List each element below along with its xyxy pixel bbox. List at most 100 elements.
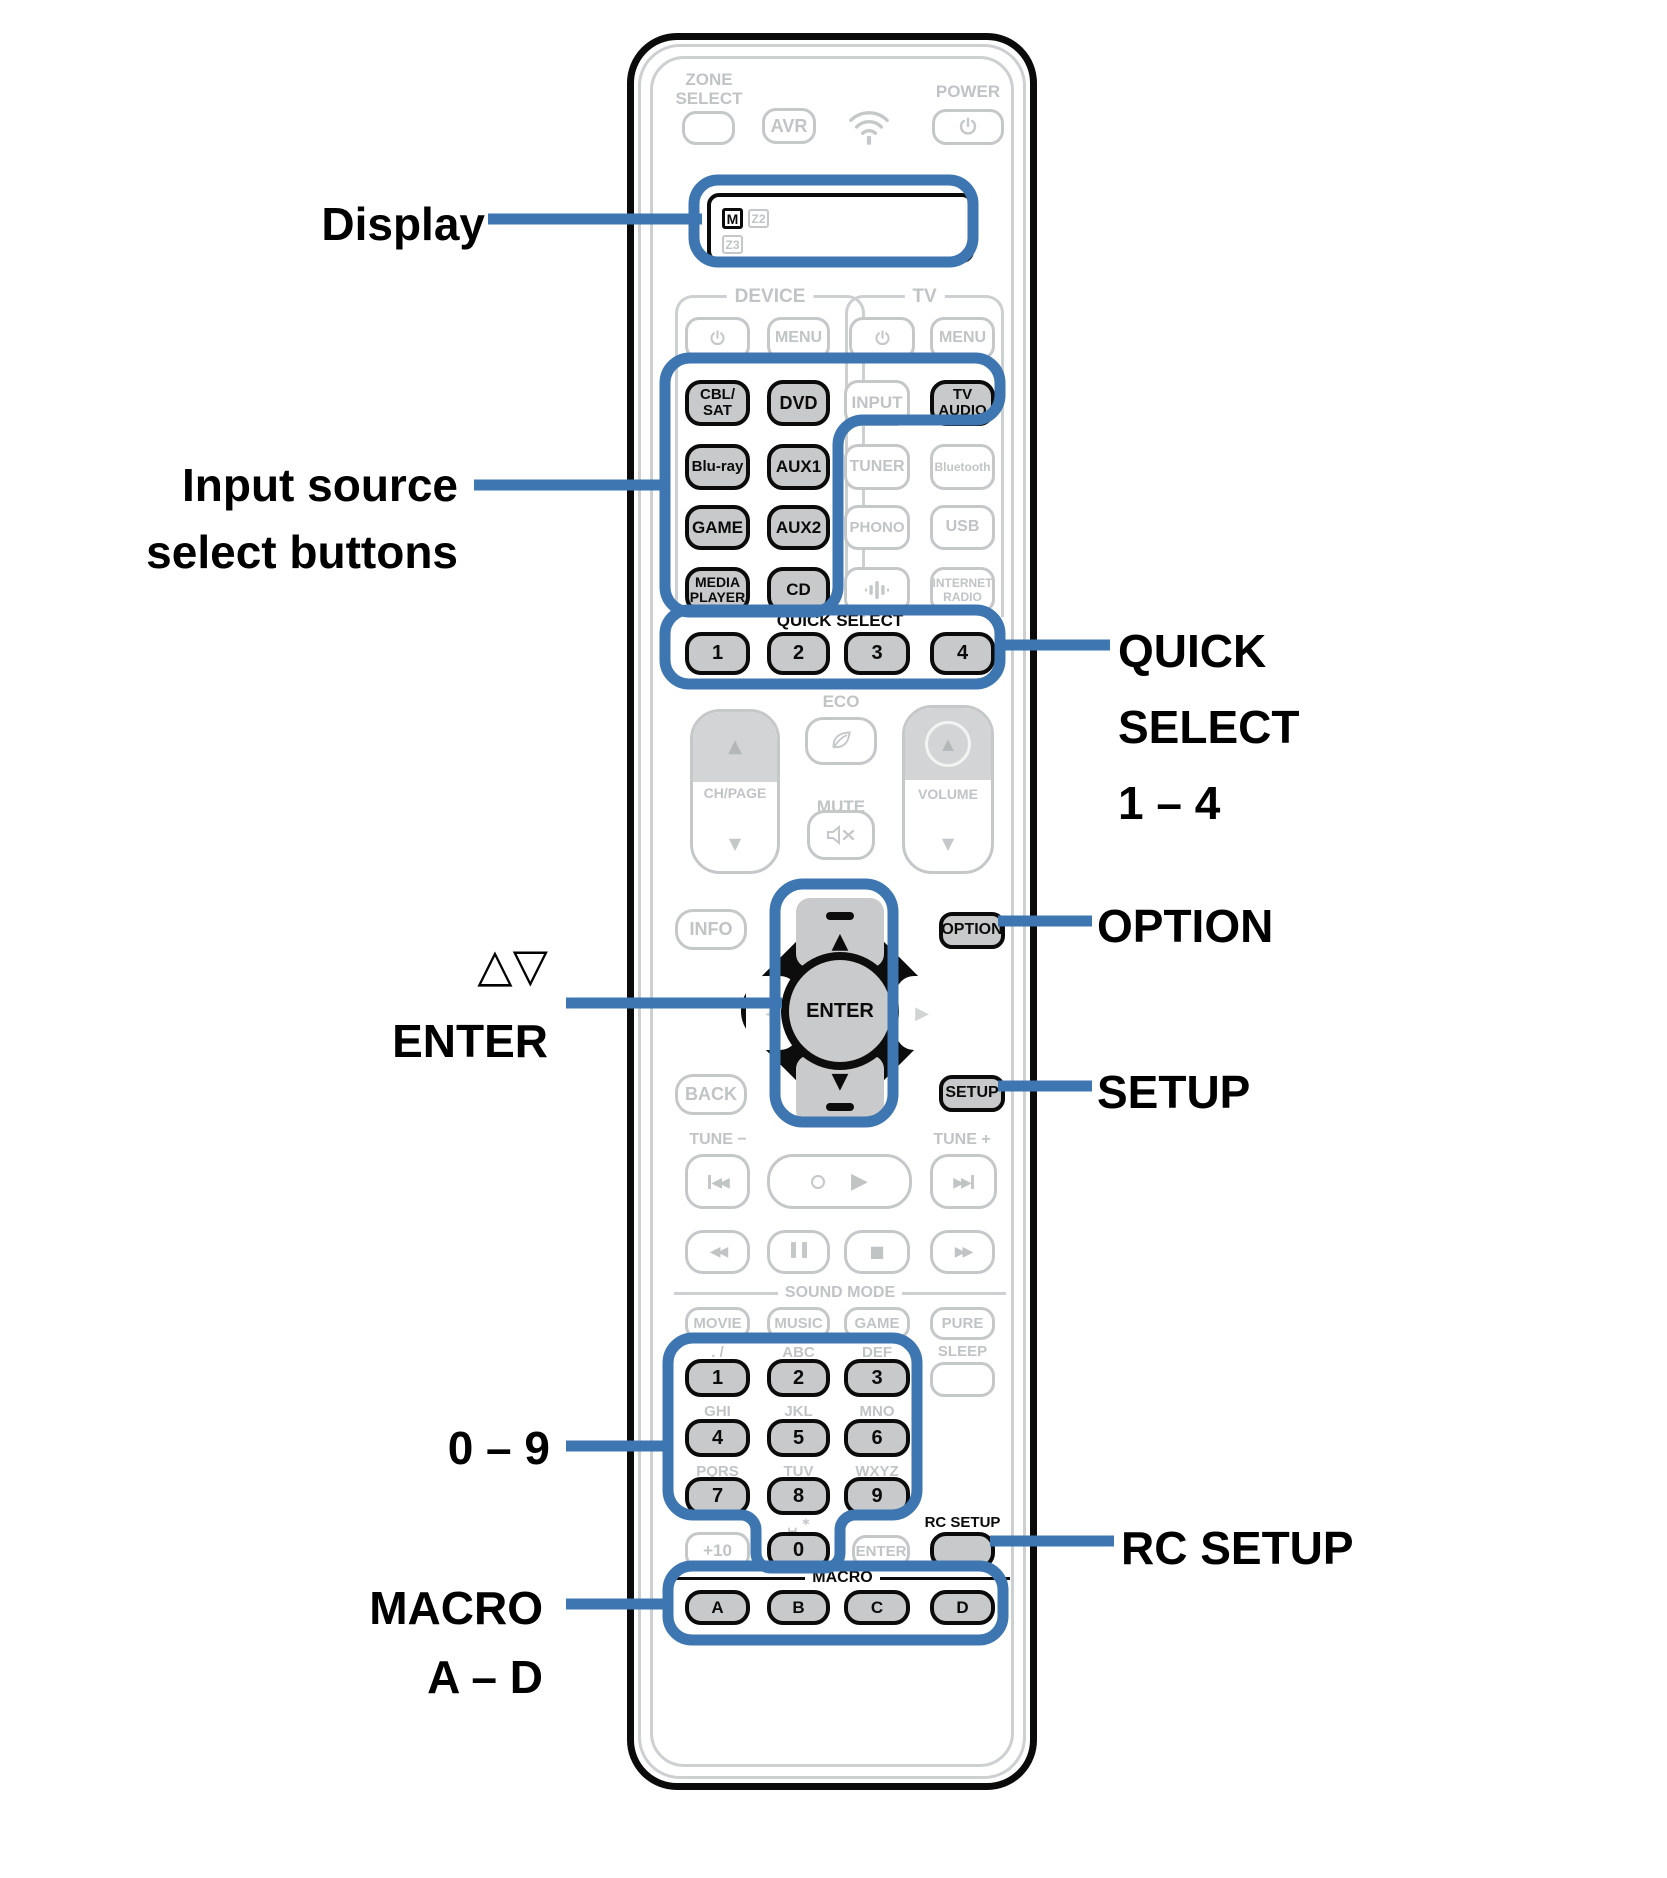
macro-b-button[interactable]: B <box>767 1590 830 1625</box>
macro-c-button[interactable]: C <box>844 1590 910 1625</box>
skip-forward-button[interactable]: ▶▶ <box>930 1154 997 1209</box>
power-icon <box>873 329 892 348</box>
digit-2-button[interactable]: 2 <box>767 1359 830 1397</box>
sound-mode-game-button[interactable]: GAME <box>844 1307 910 1340</box>
digit-9-button[interactable]: 9 <box>844 1477 910 1515</box>
digit-8-button[interactable]: 8 <box>767 1477 830 1515</box>
input-tuner-button[interactable]: TUNER <box>844 444 910 490</box>
display-zone2-indicator: Z2 <box>748 209 769 228</box>
input-equalizer-button[interactable] <box>844 567 910 613</box>
remote-display: M Z2 Z3 <box>707 193 974 263</box>
rc-setup-button[interactable] <box>930 1532 995 1569</box>
rewind-icon: ◀◀ <box>709 1243 728 1260</box>
device-menu-button[interactable]: MENU <box>767 317 830 360</box>
channel-down-button[interactable]: ▼ <box>693 817 777 871</box>
display-main-zone-indicator: M <box>722 208 743 229</box>
input-aux2-button[interactable]: AUX2 <box>767 505 830 550</box>
up-arrow-icon: ▲ <box>831 929 849 954</box>
mute-button[interactable] <box>807 810 875 860</box>
setup-button[interactable]: SETUP <box>939 1075 1005 1112</box>
digit-7-button[interactable]: 7 <box>685 1477 750 1515</box>
volume-up-button[interactable]: ▲ <box>905 708 991 780</box>
tv-menu-button[interactable]: MENU <box>930 317 995 360</box>
display-zone3-indicator: Z3 <box>722 235 743 254</box>
digit-5-button[interactable]: 5 <box>767 1419 830 1457</box>
up-arrow-icon: ▲ <box>942 734 954 753</box>
stop-button[interactable]: ■ <box>844 1230 910 1274</box>
power-button[interactable] <box>932 109 1004 145</box>
play-button[interactable]: ▶ <box>767 1154 912 1209</box>
quick-select-2-button[interactable]: 2 <box>767 632 830 675</box>
power-icon <box>708 329 727 348</box>
keypad-letters: ␣ * <box>787 1517 810 1533</box>
eco-label: ECO <box>822 692 860 711</box>
left-arrow-icon: ◀ <box>765 1002 779 1024</box>
input-aux1-button[interactable]: AUX1 <box>767 444 830 490</box>
quick-select-4-button[interactable]: 4 <box>930 632 995 675</box>
input-cd-button[interactable]: CD <box>767 567 830 613</box>
digit-3-button[interactable]: 3 <box>844 1359 910 1397</box>
input-cbl-sat-button[interactable]: CBL/SAT <box>685 380 750 426</box>
input-phono-button[interactable]: PHONO <box>844 505 910 550</box>
back-button[interactable]: BACK <box>675 1074 747 1115</box>
fast-forward-button[interactable]: ▶▶ <box>930 1230 995 1274</box>
eco-button[interactable] <box>805 717 877 765</box>
play-icon: ▶ <box>811 1170 868 1193</box>
tv-section-label: TV <box>904 286 945 308</box>
remote-inner-outline <box>638 44 1026 1779</box>
up-arrow-icon: ▲ <box>728 736 742 758</box>
digit-0-button[interactable]: 0 <box>767 1532 830 1569</box>
rc-setup-label: RC SETUP <box>924 1514 1001 1531</box>
quick-select-1-button[interactable]: 1 <box>685 632 750 675</box>
input-bluetooth-button[interactable]: Bluetooth <box>930 444 995 490</box>
right-arrow-icon: ▶ <box>915 1002 929 1024</box>
macro-d-button[interactable]: D <box>930 1590 995 1625</box>
info-button[interactable]: INFO <box>675 909 747 950</box>
channel-page-label: CH/PAGE <box>703 785 767 802</box>
stop-icon: ■ <box>869 1241 885 1261</box>
pause-button[interactable] <box>767 1230 830 1274</box>
device-power-button[interactable] <box>685 317 750 360</box>
leaf-icon <box>828 728 854 754</box>
sound-mode-pure-button[interactable]: PURE <box>930 1307 995 1340</box>
skip-forward-icon: ▶▶ <box>953 1173 974 1191</box>
channel-page-rocker: ▲ CH/PAGE ▼ <box>690 709 780 874</box>
device-section-label: DEVICE <box>726 286 814 308</box>
avr-button[interactable]: AVR <box>762 108 816 144</box>
digit-1-button[interactable]: 1 <box>685 1359 750 1397</box>
input-usb-button[interactable]: USB <box>930 505 995 550</box>
input-game-button[interactable]: GAME <box>685 505 750 550</box>
channel-up-button[interactable]: ▲ <box>693 712 777 782</box>
zone-select-button[interactable] <box>682 111 735 145</box>
digit-4-button[interactable]: 4 <box>685 1419 750 1457</box>
quick-select-3-button[interactable]: 3 <box>844 632 910 675</box>
option-button[interactable]: OPTION <box>939 912 1005 949</box>
rewind-button[interactable]: ◀◀ <box>685 1230 750 1274</box>
input-dvd-button[interactable]: DVD <box>767 380 830 426</box>
macro-header: MACRO <box>675 1569 1010 1587</box>
input-bluray-button[interactable]: Blu-ray <box>685 444 750 490</box>
digit-6-button[interactable]: 6 <box>844 1419 910 1457</box>
tv-power-button[interactable] <box>849 317 915 360</box>
keypad-letters: JKL <box>784 1403 813 1420</box>
cursor-right-button[interactable]: ▶ <box>896 976 948 1050</box>
enter-button[interactable]: ENTER <box>789 960 891 1062</box>
input-input-button[interactable]: INPUT <box>844 380 910 426</box>
down-arrow-icon: ▼ <box>728 834 742 854</box>
sleep-button[interactable] <box>930 1362 995 1397</box>
callout-option: OPTION <box>1097 900 1274 952</box>
plus-10-button[interactable]: +10 <box>685 1532 750 1569</box>
remote-panel-outline <box>650 56 1014 1767</box>
macro-a-button[interactable]: A <box>685 1590 750 1625</box>
sound-mode-movie-button[interactable]: MOVIE <box>685 1307 750 1340</box>
equalizer-icon <box>862 579 892 601</box>
sound-mode-music-button[interactable]: MUSIC <box>767 1307 830 1340</box>
volume-down-button[interactable]: ▼ <box>905 816 991 871</box>
skip-back-button[interactable]: ◀◀ <box>685 1154 750 1209</box>
keypad-enter-button[interactable]: ENTER <box>852 1535 910 1568</box>
